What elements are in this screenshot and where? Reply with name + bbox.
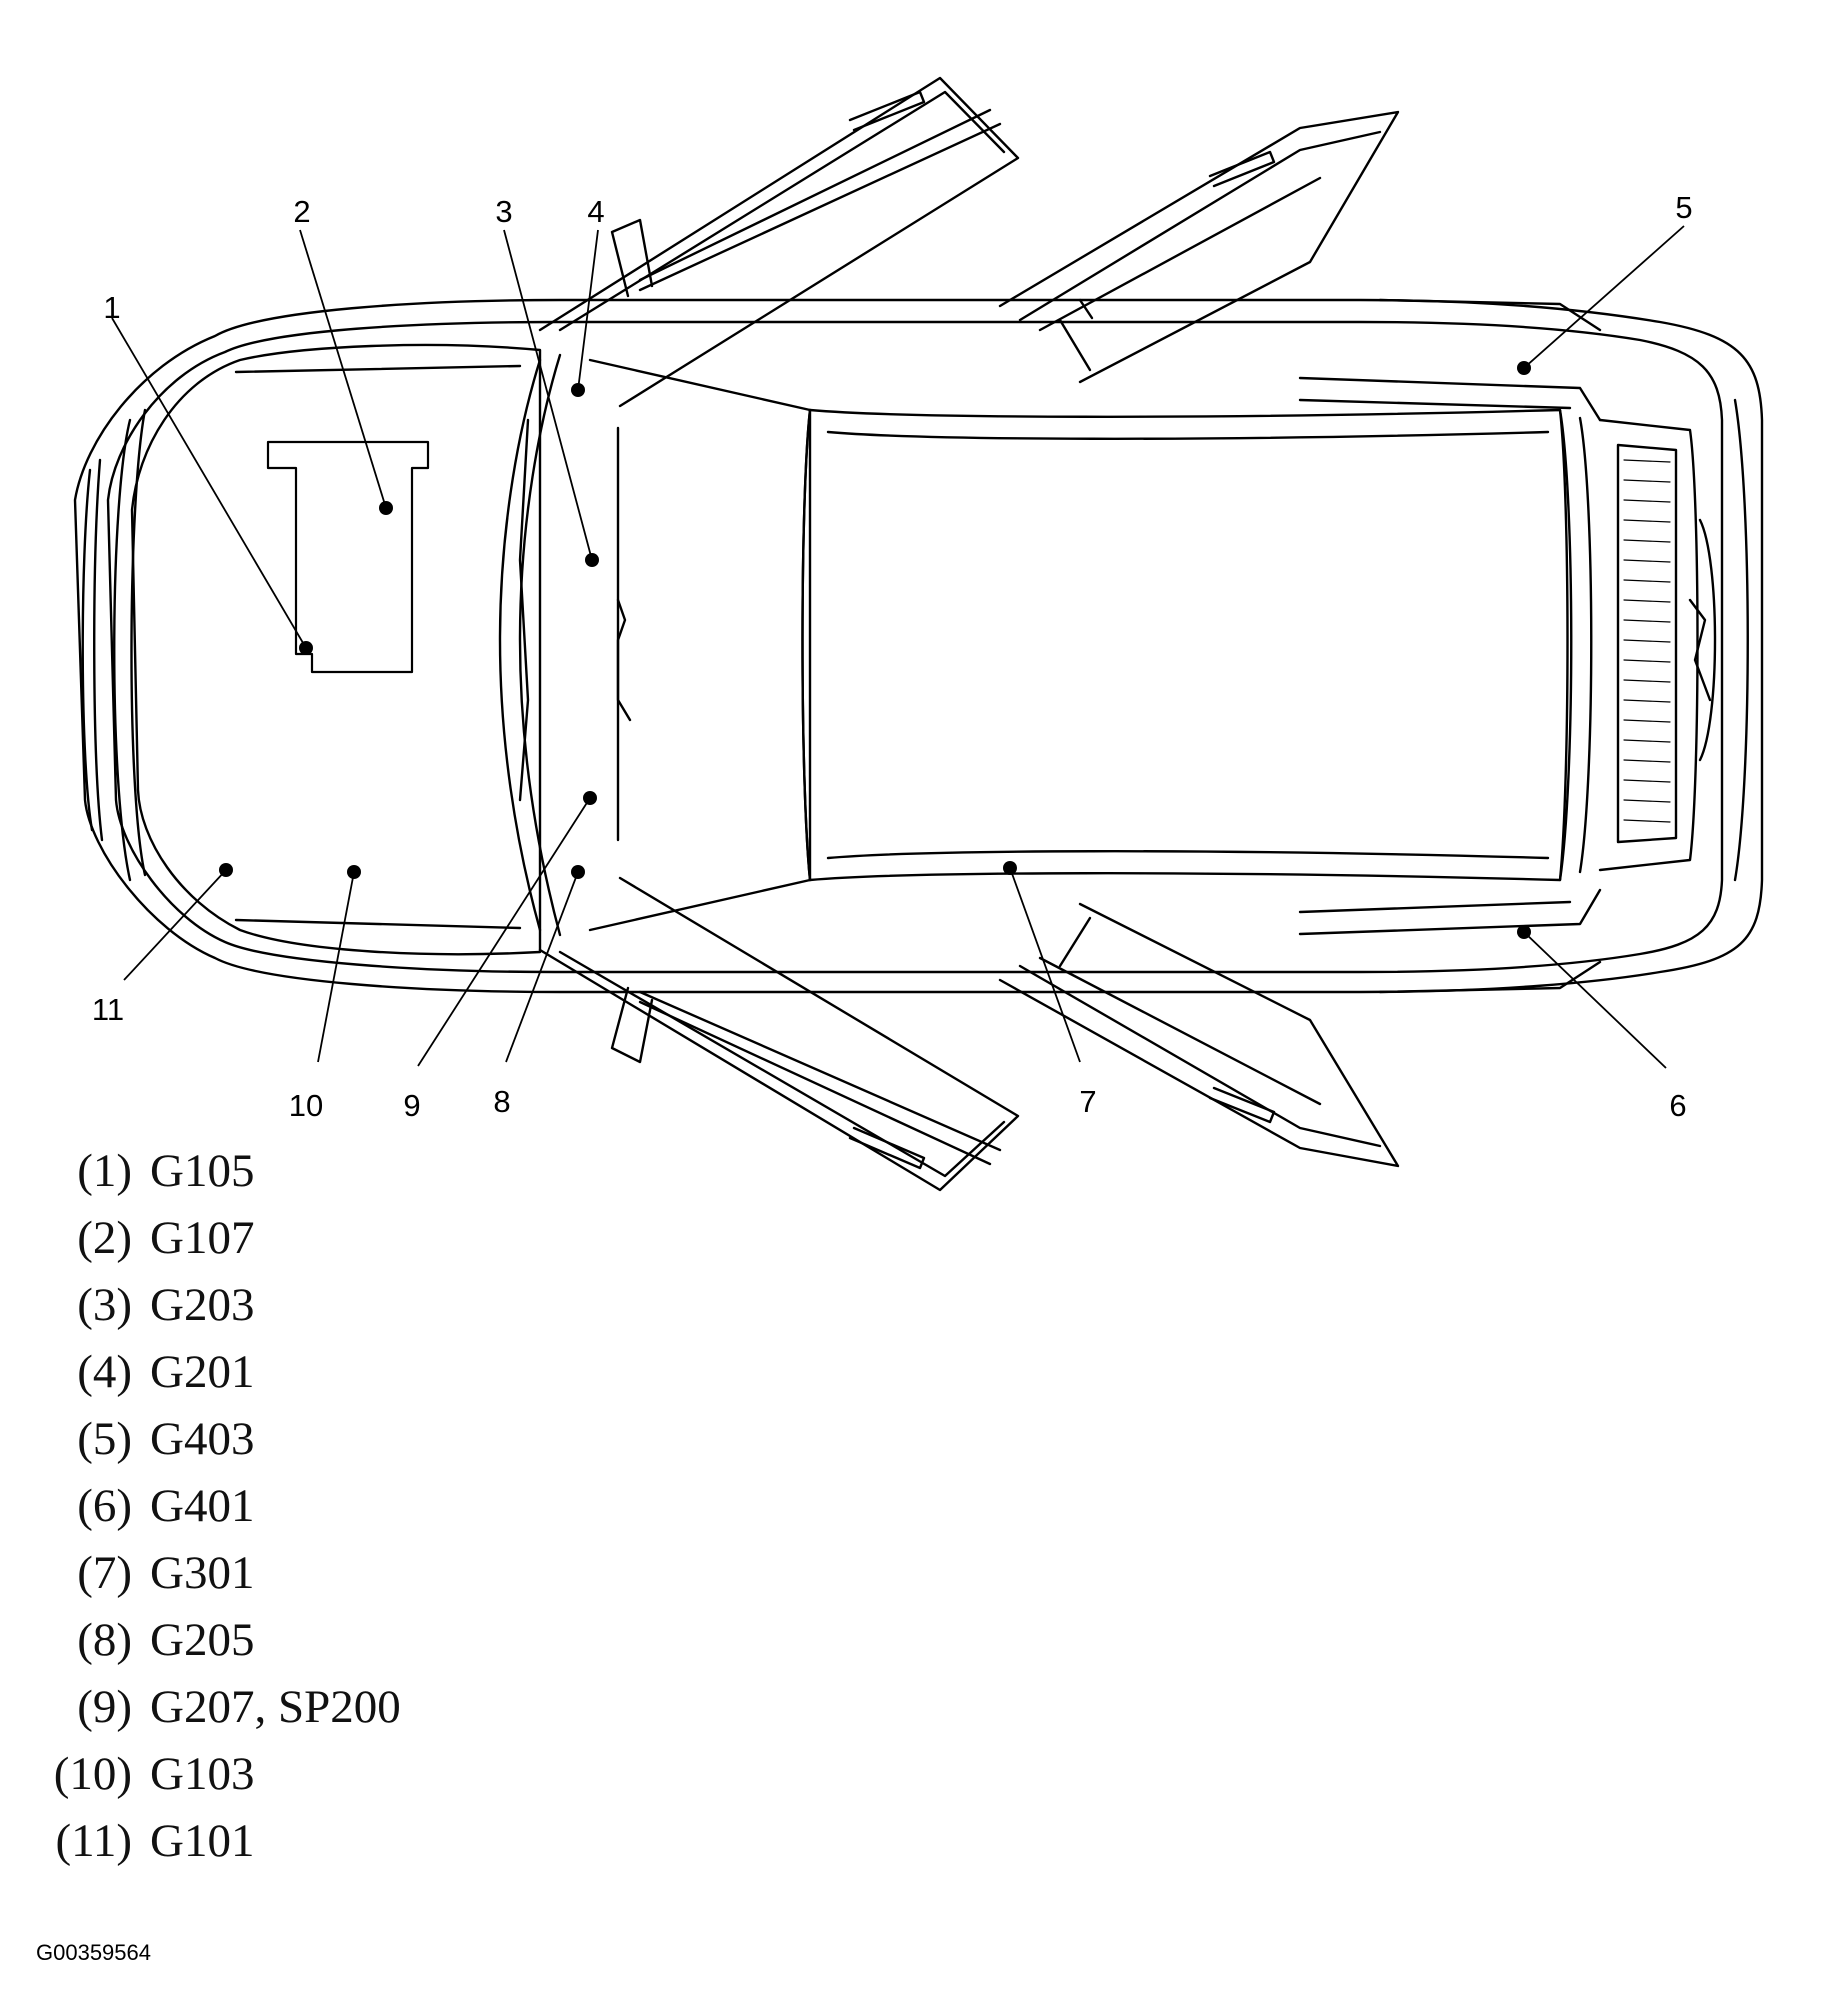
ground-dot-8: [571, 865, 585, 879]
legend-number: (4): [77, 1346, 132, 1398]
legend-number: (2): [77, 1212, 132, 1264]
rear-door-upper-open: [998, 110, 1400, 384]
legend-label: G103: [150, 1748, 255, 1800]
legend-item: (5) G403: [36, 1406, 636, 1473]
ground-legend: (1) G105 (2) G107 (3) G203 (4) G201 (5) …: [36, 1138, 636, 1875]
windshield: [498, 353, 812, 937]
callout-11: 11: [92, 992, 124, 1027]
legend-label: G207, SP200: [150, 1681, 401, 1733]
legend-item: (7) G301: [36, 1540, 636, 1607]
legend-label: G107: [150, 1212, 255, 1264]
legend-item: (10) G103: [36, 1741, 636, 1808]
callout-8: 8: [493, 1084, 510, 1119]
rear-quarter-trim: [1298, 298, 1602, 994]
callout-numbers: 1 2 3 4 5 6 7 8 9 10 11: [92, 190, 1693, 1123]
ground-dot-9: [583, 791, 597, 805]
hood: [81, 343, 542, 956]
rear-door-lower-open: [998, 902, 1400, 1168]
figure-id: G00359564: [36, 1940, 151, 1965]
legend-label: G403: [150, 1413, 255, 1465]
ground-dot-11: [219, 863, 233, 877]
legend-label: G301: [150, 1547, 255, 1599]
legend-item: (11) G101: [36, 1808, 636, 1875]
ground-dot-5: [1517, 361, 1531, 375]
front-door-upper-open: [538, 76, 1020, 408]
ground-dot-1: [299, 641, 313, 655]
legend-item: (6) G401: [36, 1473, 636, 1540]
callout-3: 3: [495, 194, 512, 229]
leader-lines: [111, 225, 1685, 1069]
legend-item: (2) G107: [36, 1205, 636, 1272]
callout-7: 7: [1079, 1084, 1096, 1119]
ground-dots: [219, 361, 1531, 939]
ground-dot-4: [571, 383, 585, 397]
legend-label: G201: [150, 1346, 255, 1398]
ground-dot-6: [1517, 925, 1531, 939]
callout-6: 6: [1669, 1088, 1686, 1123]
legend-number: (10): [53, 1748, 132, 1800]
legend-label: G203: [150, 1279, 255, 1331]
legend-item: (8) G205: [36, 1607, 636, 1674]
ground-dot-7: [1003, 861, 1017, 875]
ground-dot-2: [379, 501, 393, 515]
front-door-lower-open: [538, 876, 1020, 1192]
ground-dot-3: [585, 553, 599, 567]
legend-label: G105: [150, 1145, 255, 1197]
legend-item: (9) G207, SP200: [36, 1674, 636, 1741]
callout-1: 1: [103, 290, 120, 325]
legend-item: (3) G203: [36, 1272, 636, 1339]
legend-label: G101: [150, 1815, 255, 1867]
callout-4: 4: [587, 194, 604, 229]
legend-label: G401: [150, 1480, 255, 1532]
ground-dot-10: [347, 865, 361, 879]
roof: [801, 408, 1593, 882]
legend-label: G205: [150, 1614, 255, 1666]
legend-number: (3): [77, 1279, 132, 1331]
legend-number: (5): [77, 1413, 132, 1465]
legend-number: (1): [77, 1145, 132, 1197]
callout-9: 9: [403, 1088, 420, 1123]
callout-2: 2: [293, 194, 310, 229]
legend-number: (6): [77, 1480, 132, 1532]
callout-10: 10: [289, 1088, 323, 1123]
callout-5: 5: [1675, 190, 1692, 225]
legend-item: (4) G201: [36, 1339, 636, 1406]
vehicle-body: [73, 298, 1764, 994]
legend-item: (1) G105: [36, 1138, 636, 1205]
legend-number: (11): [55, 1815, 132, 1867]
legend-number: (9): [77, 1681, 132, 1733]
legend-number: (8): [77, 1614, 132, 1666]
liftgate: [1598, 398, 1749, 882]
legend-number: (7): [77, 1547, 132, 1599]
